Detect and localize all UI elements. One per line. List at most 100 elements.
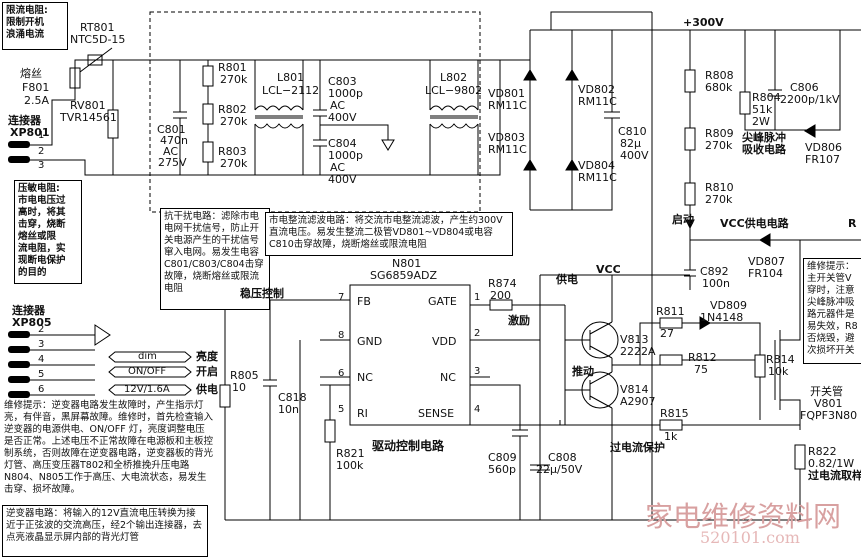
c818-label: C818 [278, 391, 307, 404]
onoff-tag: ON/OFF [128, 366, 167, 377]
ic-part: SG6859ADZ [370, 269, 438, 282]
v813-value: 2222A [620, 345, 656, 358]
rt801-label: RT801 [80, 21, 115, 34]
r812-value: 75 [694, 363, 708, 376]
pin-num-6: 6 [338, 368, 345, 379]
pin-gate: GATE [428, 295, 457, 308]
pin-num-3: 3 [474, 366, 481, 377]
r804-value1: 51k [752, 103, 773, 116]
vd803-value: RM11C [488, 143, 527, 156]
current-sample-label: 过电流取样 [808, 469, 861, 482]
c892-value: 100n [702, 277, 730, 290]
c803-value3: 400V [328, 111, 357, 124]
v814-label: V814 [620, 383, 649, 396]
r809-value: 270k [705, 139, 733, 152]
switch-title: 开关管 [810, 385, 843, 398]
vd806-value: FR107 [805, 153, 840, 166]
watermark-url: 520101.com [700, 528, 800, 547]
pin805-3: 3 [38, 339, 45, 350]
r814-value: 10k [768, 365, 789, 378]
vd804-label: VD804 [578, 159, 615, 172]
emi-note: 抗干扰电路：滤除市电电网干扰信号，防止开关电源产生的干扰信号窜入电网。易发生电容… [160, 208, 270, 310]
rv801-value: TVR14561 [60, 111, 117, 124]
dim-cn: 亮度 [196, 350, 218, 363]
switch-note: 维修提示： 主开关管V 穿时，注意 尖峰脉冲吸 路元器件是 易失效，R8 否烧毁… [803, 258, 861, 364]
r812-label: R812 [688, 351, 717, 364]
c810-label: C810 [618, 125, 647, 138]
connector1-label: 连接器 [8, 114, 41, 127]
c808-value: 22μ/50V [536, 463, 583, 476]
pin805-5: 5 [38, 369, 45, 380]
pin-2: 2 [38, 146, 45, 157]
vd802-label: VD802 [578, 83, 615, 96]
c801-label: C801 [157, 123, 186, 136]
c801-value3: 275V [158, 156, 187, 169]
drive-ctrl-label: 驱动控制电路 [372, 439, 445, 453]
xp801-label: XP801 [10, 126, 50, 139]
onoff-cn: 开启 [196, 365, 218, 378]
r802-value: 270k [220, 115, 248, 128]
c806-value: 2200p/1kV [780, 93, 840, 106]
r803-label: R803 [218, 145, 247, 158]
r808-value: 680k [705, 81, 733, 94]
pin-num-5: 5 [338, 404, 345, 415]
pin-1: 1 [38, 130, 45, 141]
vd803-label: VD803 [488, 131, 525, 144]
vd806-label: VD806 [805, 141, 842, 154]
vd809-value: 1N4148 [700, 311, 744, 324]
vd801-label: VD801 [488, 87, 525, 100]
c808-label: C808 [548, 451, 577, 464]
c804-value1: 1000p [328, 149, 363, 162]
r805-label: R805 [230, 369, 259, 382]
xp805-label: XP805 [12, 316, 52, 329]
rect-note: 市电整流滤波电路：将交流市电整流滤波，产生约300V直流电压。易发生整流二极管V… [265, 212, 513, 256]
r811-label: R811 [656, 305, 685, 318]
c804-label: C804 [328, 137, 357, 150]
varistor-note: 压敏电阻: 市电电压过 高时，将其 击穿，烧断 熔丝或限 流电阻，实 现断电保护… [14, 180, 82, 284]
pin-sense: SENSE [418, 407, 455, 420]
v814-value: A2907 [620, 395, 656, 408]
c801-value1: 470n [160, 134, 188, 147]
c804-value3: 400V [328, 173, 357, 186]
v801-value: FQPF3N80 [800, 409, 858, 422]
c810-value2: 400V [620, 149, 649, 162]
vd804-value: RM11C [578, 171, 617, 184]
r874-value: 200 [490, 289, 511, 302]
pin-3: 3 [38, 160, 45, 171]
excite-label: 激励 [508, 314, 530, 327]
r-cut-label: R [848, 217, 857, 230]
v813-label: V813 [620, 333, 649, 346]
pin805-2: 2 [38, 324, 45, 335]
connector2-label: 连接器 [12, 304, 45, 317]
r801-label: R801 [218, 61, 247, 74]
r809-label: R809 [705, 127, 734, 140]
r808-label: R808 [705, 69, 734, 82]
r821-value: 100k [336, 459, 364, 472]
l801-label: L801 [277, 71, 305, 84]
pin805-4: 4 [38, 354, 45, 365]
inverter-note2: 逆变器电路：将输入的12V直流电压转换为接近于正弦波的交流高压，经2个输出连接器… [2, 505, 208, 557]
r814-label: R814 [766, 353, 795, 366]
c810-value1: 82μ [620, 137, 641, 150]
r804-label: R804 [752, 91, 781, 104]
inverter-note: 维修提示：逆变器电路发生故障时，产生指示灯亮，有伴音，黑屏幕故障。维修时，首先检… [4, 400, 214, 495]
pin-num-1: 1 [474, 292, 481, 303]
pin-num-8: 8 [338, 330, 345, 341]
vd802-value: RM11C [578, 95, 617, 108]
pin805-6: 6 [38, 384, 45, 395]
c809-label: C809 [488, 451, 517, 464]
pin-fb: FB [357, 295, 371, 308]
watermark-text: 家电维修资料网 [645, 500, 842, 533]
regulation-label: 稳压控制 [240, 287, 284, 300]
c892-label: C892 [700, 265, 729, 278]
12v-cn: 供电 [196, 383, 218, 396]
vd807-label: VD807 [748, 255, 785, 268]
vd807-value: FR104 [748, 267, 783, 280]
pin-num-2: 2 [474, 328, 481, 339]
pin-ri: RI [357, 407, 368, 420]
c809-value: 560p [488, 463, 516, 476]
c803-label: C803 [328, 75, 357, 88]
r805-value: 10 [232, 381, 246, 394]
r804-value2: 2W [752, 115, 770, 128]
